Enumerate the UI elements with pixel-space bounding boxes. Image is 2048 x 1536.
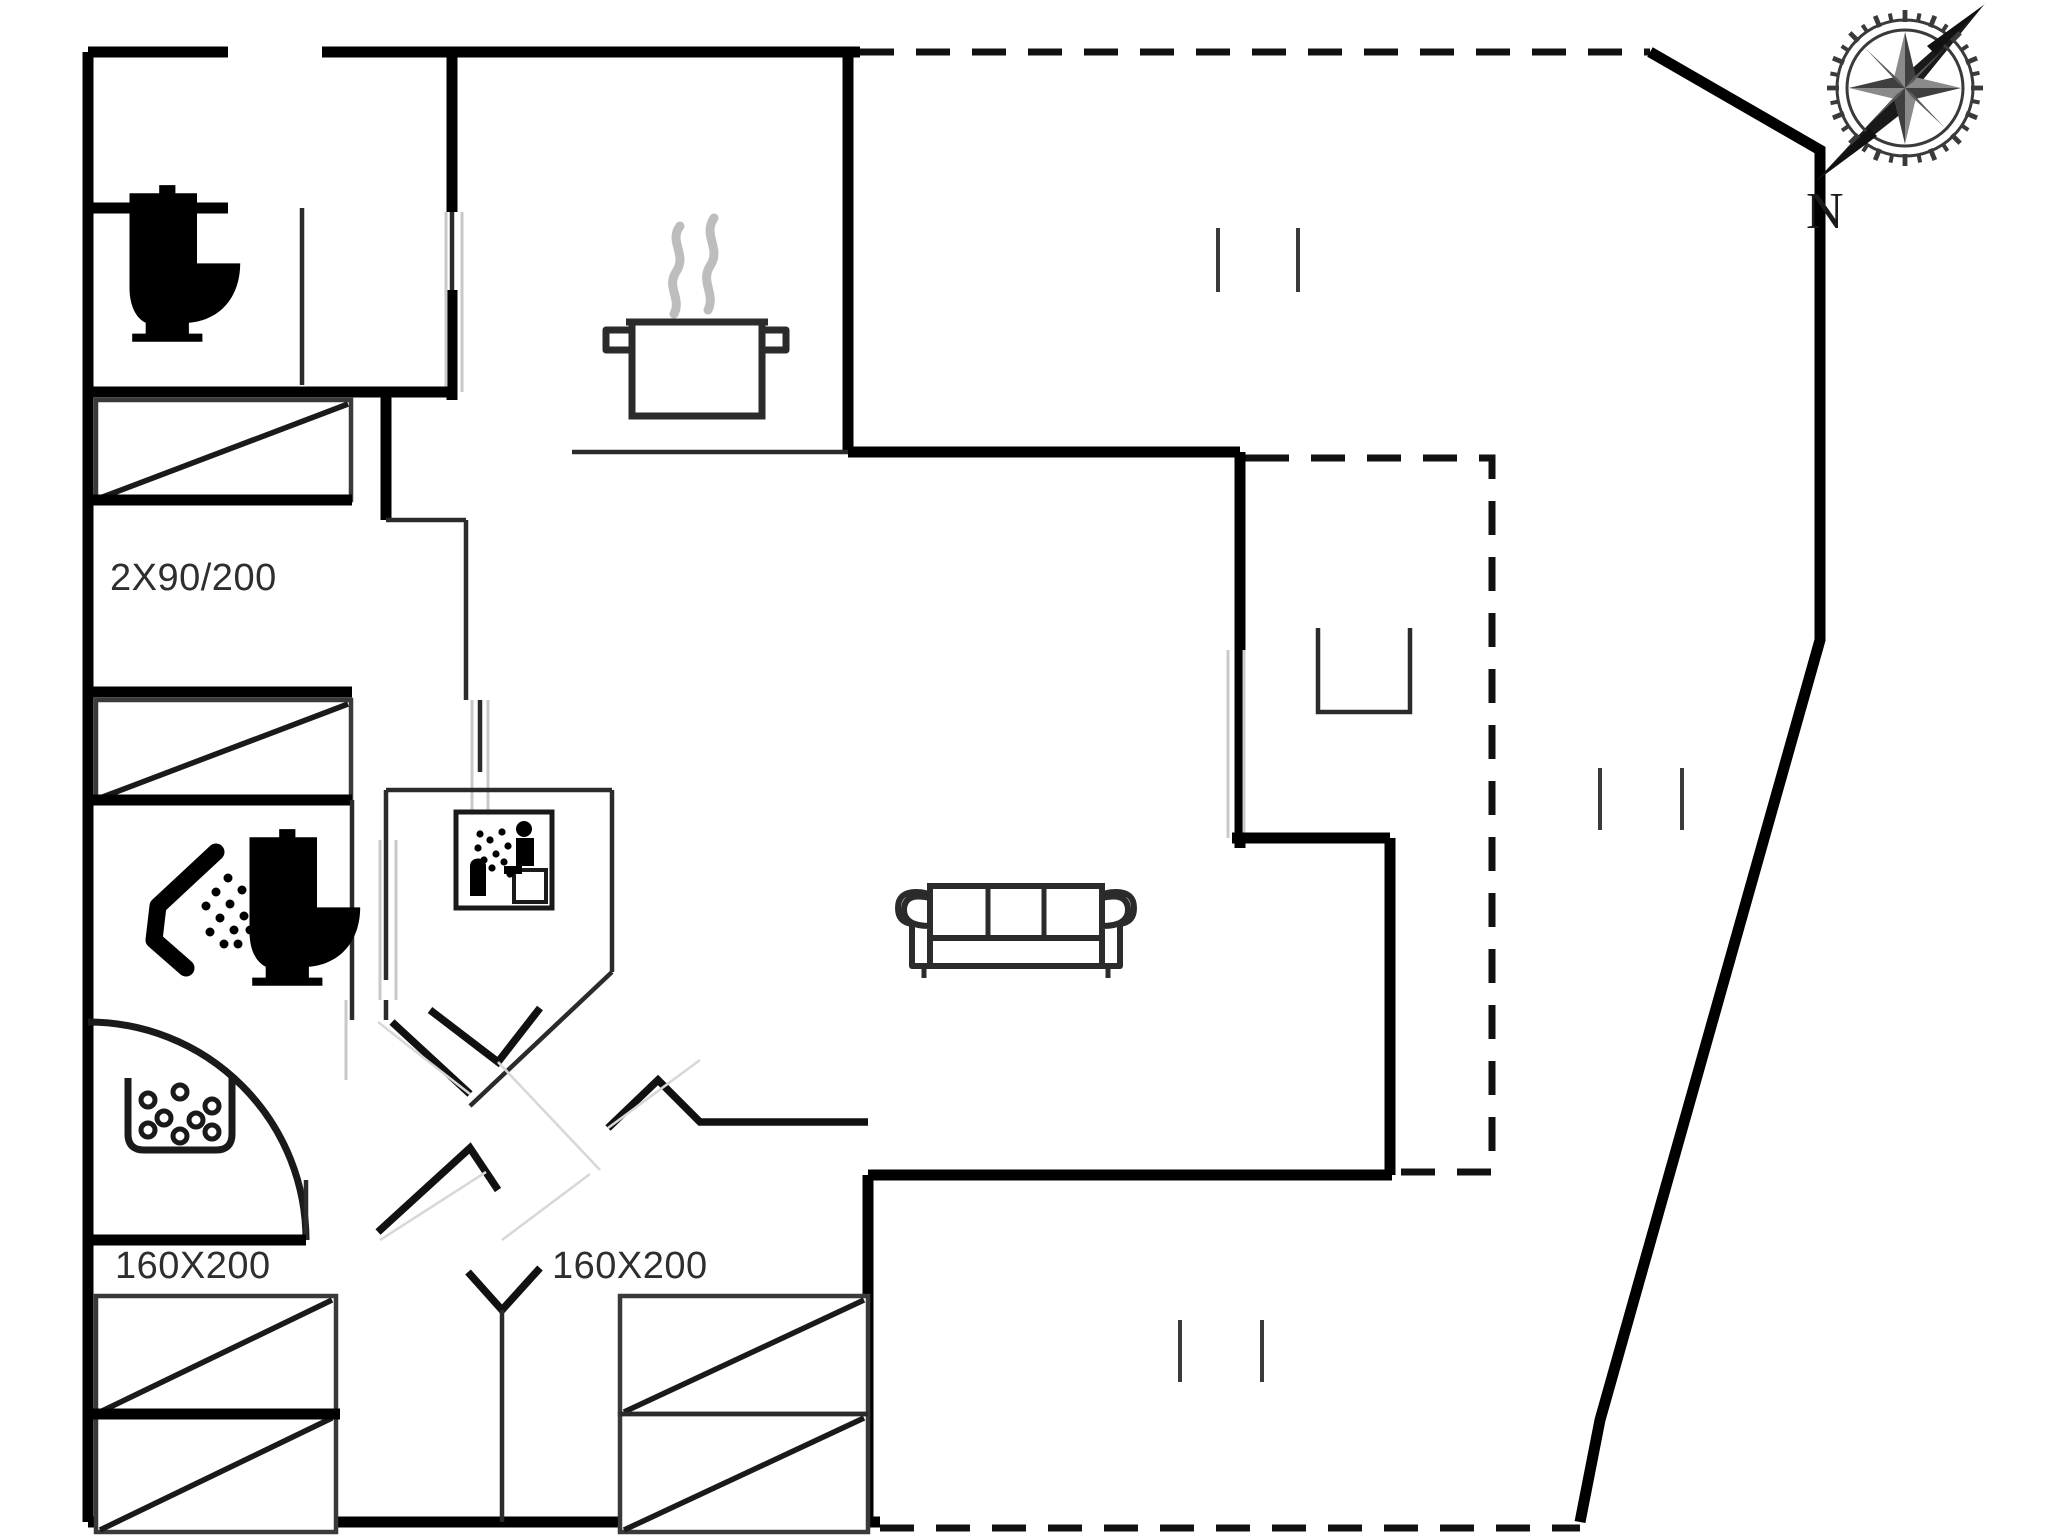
angled-exterior-wall [1574, 47, 1826, 1524]
bunk-bedroom-beds [88, 397, 354, 806]
toilet-icon [249, 829, 361, 986]
bedroom-right-beds [617, 1293, 871, 1535]
bunk-bedroom-size-label: 2X90/200 [110, 557, 277, 599]
sauna-room-walls [378, 787, 615, 1108]
sauna-icon [453, 809, 555, 911]
whirlpool-tub-icon [124, 1078, 236, 1154]
compass-north-label: N [1806, 183, 1844, 240]
sofa-icon [895, 883, 1137, 978]
fireplace-element [1315, 628, 1413, 715]
cooking-pot-icon [602, 213, 790, 420]
terrace-dashed-inner [1240, 454, 1496, 1176]
compass-rose [1815, 4, 1985, 182]
window-tick-marks [1178, 228, 1684, 1382]
toilet-icon [129, 185, 241, 342]
corridor-walls-upper [380, 52, 490, 880]
hall-doors [375, 1005, 868, 1522]
bedroom-left-beds [88, 1234, 340, 1535]
bedroom-right-bed-size-label: 160X200 [552, 1245, 708, 1287]
wellness-room [87, 1018, 310, 1246]
bedroom-left-bed-size-label: 160X200 [115, 1245, 271, 1287]
shower-icon [145, 843, 265, 977]
